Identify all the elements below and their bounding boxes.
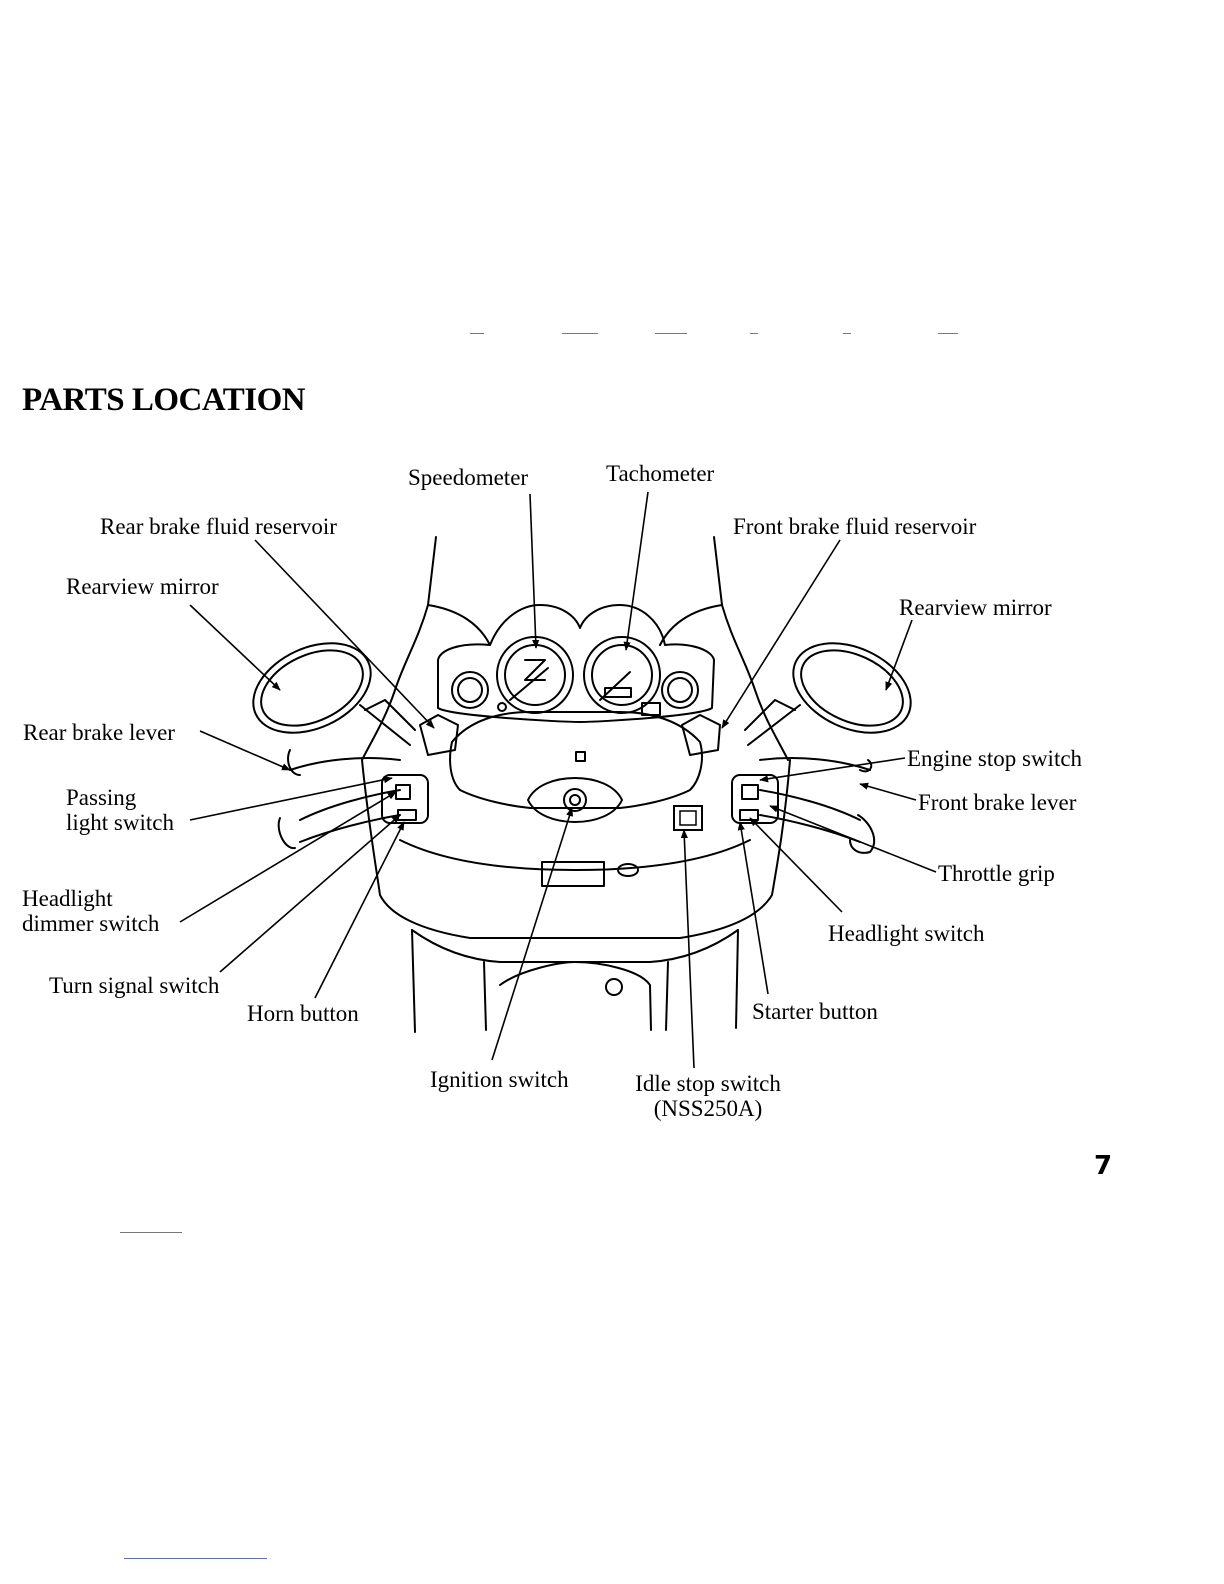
idle-stop-switch-block (673, 805, 703, 831)
label-line: dimmer switch (22, 911, 160, 936)
scan-mark (750, 333, 758, 334)
label-engine-stop-switch: Engine stop switch (907, 746, 1083, 771)
leader-rear-brake-fluid-reservoir (254, 539, 435, 729)
label-tachometer: Tachometer (606, 461, 715, 486)
scan-mark (470, 333, 484, 334)
label-rear-brake-lever: Rear brake lever (23, 720, 175, 745)
fuel-gauge (451, 671, 489, 709)
scan-mark (562, 333, 598, 334)
leader-turn-signal-switch (219, 814, 401, 973)
leg-shield (361, 759, 791, 939)
leader-throttle-grip (769, 805, 937, 873)
windscreen-right (713, 536, 723, 606)
handlebar-cover (449, 711, 703, 809)
page-number: 7 (1094, 1151, 1113, 1181)
ignition-key-cylinder (563, 788, 587, 812)
label-line: Idle stop switch (635, 1071, 781, 1096)
tachometer-gauge (583, 636, 661, 714)
ignition-housing (527, 777, 623, 823)
label-headlight-dimmer-switch: Headlight dimmer switch (22, 886, 159, 936)
label-line: Headlight (22, 886, 113, 911)
scan-mark (120, 1232, 182, 1233)
leader-starter-button (737, 821, 769, 995)
scan-mark (655, 333, 687, 334)
label-front-brake-fluid-reservoir: Front brake fluid reservoir (733, 514, 977, 539)
leader-idle-stop-switch (680, 829, 695, 1069)
label-line: Passing (66, 785, 137, 810)
leader-speedometer (529, 493, 540, 649)
leader-rear-brake-lever (199, 730, 291, 771)
label-ignition-switch: Ignition switch (430, 1067, 569, 1092)
right-bar (759, 789, 861, 843)
leader-headlight-switch (749, 817, 843, 913)
leader-ignition-switch (491, 807, 573, 1061)
leader-rearview-mirror-left (189, 604, 281, 691)
label-rearview-mirror-left: Rearview mirror (66, 574, 219, 599)
right-mirror (792, 642, 912, 734)
label-starter-button: Starter button (752, 999, 878, 1024)
label-idle-stop-switch: Idle stop switch (NSS250A) (620, 1071, 796, 1121)
leader-passing-light-switch (189, 776, 393, 821)
label-horn-button: Horn button (247, 1001, 359, 1026)
label-headlight-switch: Headlight switch (828, 921, 985, 946)
label-speedometer: Speedometer (408, 465, 529, 490)
label-front-brake-lever: Front brake lever (918, 790, 1077, 815)
scan-mark (938, 333, 958, 334)
leader-tachometer (623, 491, 649, 651)
left-brake-reservoir (419, 714, 459, 756)
page-title: PARTS LOCATION (22, 382, 306, 418)
left-mirror (252, 642, 372, 734)
leader-headlight-dimmer-switch (179, 791, 397, 923)
leader-front-brake-fluid-reservoir (721, 539, 841, 729)
scan-mark (124, 1558, 267, 1559)
left-grip (277, 817, 296, 850)
leader-engine-stop-switch (759, 757, 906, 783)
leader-rearview-mirror-right (885, 619, 913, 691)
label-turn-signal-switch: Turn signal switch (49, 973, 220, 998)
temp-gauge (661, 671, 699, 709)
instrument-panel (437, 604, 715, 723)
label-line: light switch (66, 810, 174, 835)
leader-front-brake-lever (859, 782, 917, 801)
scan-mark (843, 333, 851, 334)
left-switch-housing (381, 774, 429, 824)
speedometer-gauge (496, 636, 574, 714)
right-brake-reservoir (681, 714, 721, 756)
label-rear-brake-fluid-reservoir: Rear brake fluid reservoir (100, 514, 337, 539)
upper-cowl (361, 604, 789, 761)
label-throttle-grip: Throttle grip (938, 861, 1055, 886)
label-passing-light-switch: Passing light switch (66, 785, 174, 835)
windscreen-left (427, 536, 437, 606)
right-grip (849, 814, 876, 854)
label-rearview-mirror-right: Rearview mirror (899, 595, 1052, 620)
label-line: (NSS250A) (653, 1096, 763, 1121)
leader-horn-button (314, 821, 405, 999)
